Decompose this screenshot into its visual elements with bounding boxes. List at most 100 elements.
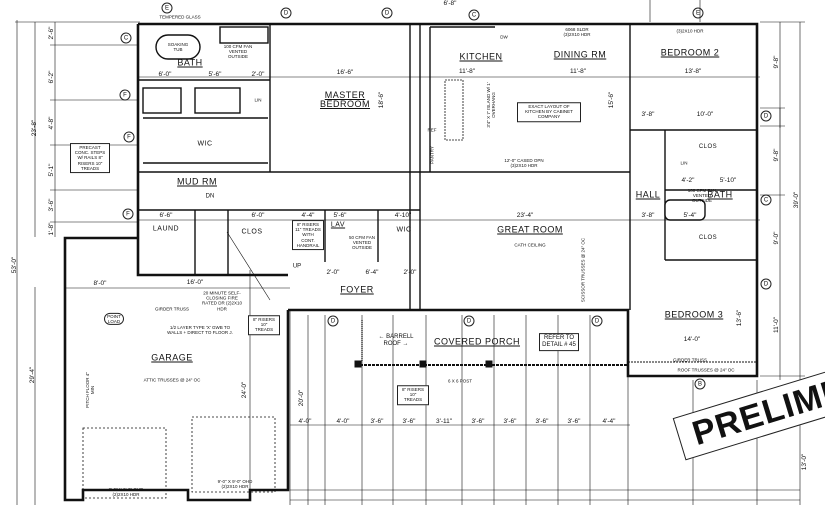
dim: 6'-2"	[47, 70, 55, 84]
grid-bubble: D	[760, 110, 772, 122]
dim: 20'-0"	[297, 389, 305, 407]
grid-bubble: D	[463, 315, 475, 327]
note-girder-truss: GIRDER TRUSS	[673, 357, 707, 363]
dim: 4'-4"	[301, 211, 315, 219]
dim: 10'-0"	[696, 110, 714, 118]
note-girder-truss: GIRDER TRUSS	[155, 306, 189, 312]
note-cath-ceiling: CATH CEILING	[514, 242, 546, 248]
room-label-wic: WIC	[396, 226, 412, 234]
dim: 29'-4"	[28, 366, 36, 384]
note-tempered-glass: TEMPERED GLASS	[159, 14, 201, 20]
note-down: DN	[205, 193, 215, 200]
note-roof-trusses: ROOF TRUSSES @ 24" OC	[677, 367, 735, 373]
dim: 39'-0"	[792, 191, 800, 209]
dim: 5'-1"	[47, 163, 55, 177]
dim: 13'-0"	[800, 453, 809, 471]
note-point-load: POINT LOAD	[104, 312, 124, 326]
dim: 8'-0"	[93, 279, 107, 287]
room-label-laundry: LAUND	[152, 225, 180, 233]
grid-bubble: D	[591, 315, 603, 327]
dim-bottom: 3'-6"	[402, 417, 416, 425]
note-pitch-floor: PITCH FLOOR 4" MIN	[84, 372, 95, 408]
grid-bubble: F	[119, 89, 131, 101]
note-soaking-tub: SOAKING TUB	[167, 41, 189, 52]
room-label-hall: HALL	[635, 189, 661, 200]
dim-bottom: 3'-6"	[471, 417, 485, 425]
note-risers: 8" RISERS 10" TREADS	[248, 315, 280, 335]
dim: 5'-6"	[333, 211, 347, 219]
label-linen-2: LIN	[680, 160, 688, 166]
dim: 4'-10"	[394, 211, 412, 219]
note-island: 3'4" X 7' ISLAND W/ 1' OVERHANG	[485, 82, 496, 128]
label-pantry: PANTRY	[429, 146, 435, 164]
room-label-bath-2: BATH	[707, 189, 733, 200]
grid-bubble: C	[120, 32, 132, 44]
grid-bubble: D	[760, 278, 772, 290]
exterior-walls	[63, 22, 759, 502]
dim: 6'-0"	[251, 211, 265, 219]
grid-bubble: C	[468, 9, 480, 21]
dim: 5'-10"	[719, 176, 737, 184]
dim: 9'-8"	[772, 148, 780, 162]
dim: 5'-4"	[683, 211, 697, 219]
dim: 24'-0"	[240, 381, 248, 399]
dim: 2'-0"	[251, 70, 265, 78]
room-label-great-room: GREAT ROOM	[497, 224, 563, 235]
dim: 11'-8"	[458, 67, 476, 75]
grid-bubble: F	[123, 131, 135, 143]
room-label-garage: GARAGE	[151, 352, 193, 363]
dim: 6'-6"	[159, 211, 173, 219]
dim: 3'-6"	[47, 198, 55, 212]
room-label-closet-3: CLOS	[698, 235, 718, 241]
grid-bubble: D	[280, 7, 292, 19]
note-scissor-trusses: SCISSOR TRUSSES @ 24" OC	[580, 237, 586, 303]
dim: 9'-8"	[772, 55, 780, 69]
note-garage-door-2: 9'-0" X 9'-0" OHD (2)2X10 HDR	[217, 478, 253, 489]
dim-bottom: 3'-6"	[567, 417, 581, 425]
label-ref: REF	[427, 127, 437, 133]
dim-bottom: 4'-4"	[602, 417, 616, 425]
dim: 13'-6"	[735, 309, 743, 327]
dim: 15'-6"	[607, 91, 615, 109]
dim: 53'-0"	[10, 256, 18, 274]
note-fan: 100 CFM FAN VENTED OUTSIDE	[223, 44, 253, 60]
label-dishwasher: DW	[500, 34, 508, 40]
dim: 13'-8"	[684, 67, 702, 75]
dim: 16'-0"	[186, 278, 204, 286]
note-fan: 50 CFM FAN VENTED OUTSIDE	[348, 235, 375, 251]
note-gwb: 1/2 LAYER TYPE 'X' GWB TO WALLS + DIRECT…	[167, 324, 233, 335]
dim: 6'-0"	[158, 70, 172, 78]
grid-bubble: D	[327, 315, 339, 327]
dim: 5'-6"	[208, 70, 222, 78]
dim: 6'-4"	[365, 268, 379, 276]
room-label-wic-master: WIC	[197, 140, 213, 148]
dim: 14'-0"	[683, 335, 701, 343]
room-label-master-bedroom: MASTER BEDROOM	[320, 90, 371, 109]
dim: 2'-6"	[47, 26, 55, 40]
dim-bottom: 3'-6"	[370, 417, 384, 425]
room-label-closet: CLOS	[241, 228, 263, 236]
dim: 2'-0"	[326, 268, 340, 276]
grid-bubble: D	[381, 7, 393, 19]
note-fire-door: 20 MINUTE SELF-CLOSING FIRE RATED DR (2)…	[202, 290, 242, 312]
room-label-bath: BATH	[177, 57, 203, 68]
note-risers: 8" RISERS 10" TREADS	[397, 385, 429, 405]
room-label-closet-2: CLOS	[698, 144, 718, 150]
dim: 11'-0"	[772, 316, 780, 334]
dim-bottom: 3'-6"	[503, 417, 517, 425]
dim-bottom: 4'-0"	[298, 417, 312, 425]
note-barrell-roof: ← BARRELL ROOF →	[378, 334, 414, 347]
dim: 3'-8"	[641, 110, 655, 118]
grid-bubble: B	[694, 378, 706, 390]
room-label-foyer: FOYER	[340, 284, 374, 295]
dim: 6'-8"	[443, 0, 457, 7]
note-fan: 100 CFM FAN VENTED OUTSIDE	[687, 188, 717, 204]
dim-bottom: 3'-11"	[435, 417, 453, 425]
dim: 18'-6"	[377, 91, 385, 109]
note-slider: 6068 SLDR (3)2X10 HDR	[563, 26, 591, 37]
dim: 1'-8"	[47, 222, 55, 236]
note-precast-steps: PRECAST CONC. STEPS W/ RAILS 8" RISERS 1…	[70, 143, 110, 173]
room-label-bedroom-3: BEDROOM 3	[664, 309, 724, 320]
